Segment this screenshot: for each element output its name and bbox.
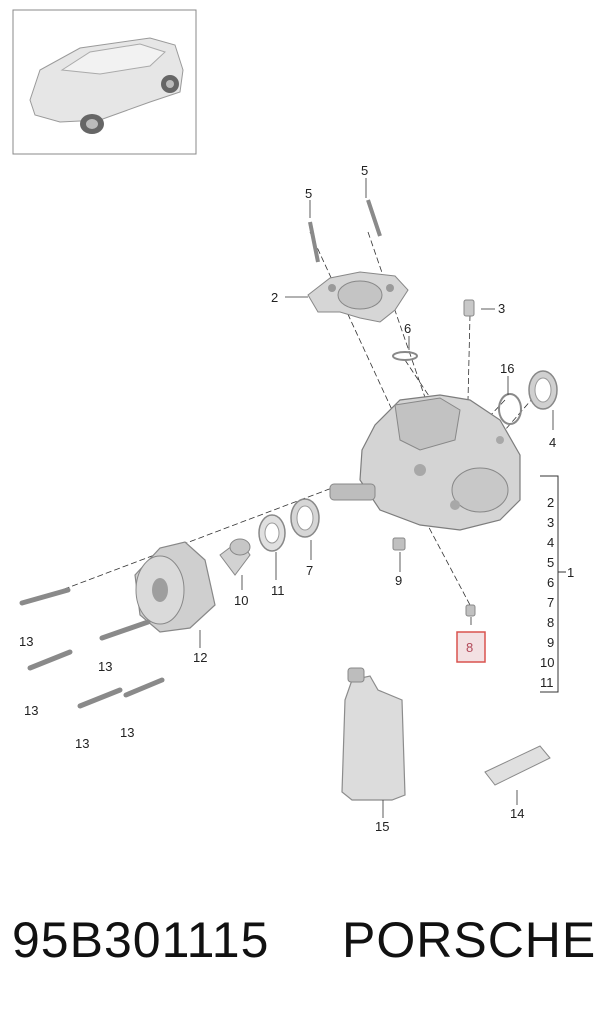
callout-12: 12 xyxy=(193,650,207,665)
callout-2: 2 xyxy=(271,290,278,305)
callout-13-a: 13 xyxy=(19,634,33,649)
part-13-bolts xyxy=(19,587,165,709)
footer: 95B301115 PORSCHE xyxy=(0,905,600,975)
brand-name: PORSCHE xyxy=(342,912,597,968)
leader-lines xyxy=(199,178,554,818)
part-3-sensor xyxy=(463,299,475,317)
part-8-plug xyxy=(465,604,476,617)
part-2-cover xyxy=(307,271,409,323)
vehicle-thumbnail xyxy=(12,9,197,155)
callout-1: 1 xyxy=(567,565,574,580)
part-9-nut xyxy=(392,537,406,551)
callout-7: 7 xyxy=(306,563,313,578)
callout-13-d: 13 xyxy=(75,736,89,751)
callout-6: 6 xyxy=(404,321,411,336)
callout-14: 14 xyxy=(510,806,524,821)
callout-13-c: 13 xyxy=(24,703,38,718)
callout-8: 8 xyxy=(466,640,473,655)
bracket-item: 7 xyxy=(547,595,554,610)
part-4-seal-inner xyxy=(534,377,552,403)
highlight-box xyxy=(456,631,486,663)
part-11-shim-inner xyxy=(264,522,280,544)
callout-10: 10 xyxy=(234,593,248,608)
callout-13-b: 13 xyxy=(98,659,112,674)
callout-4: 4 xyxy=(549,435,556,450)
callout-13-e: 13 xyxy=(120,725,134,740)
bracket-list: 2 3 4 5 6 7 8 9 10 11 xyxy=(540,495,554,690)
part-5-bolts xyxy=(308,199,382,263)
bracket-item: 2 xyxy=(547,495,554,510)
part-15-oil-bottle xyxy=(341,667,406,801)
bracket-item: 11 xyxy=(540,675,554,690)
bracket-item: 3 xyxy=(547,515,554,530)
callout-16: 16 xyxy=(500,361,514,376)
bracket-item: 4 xyxy=(547,535,554,550)
callout-15: 15 xyxy=(375,819,389,834)
callout-5-left: 5 xyxy=(305,186,312,201)
part-number: 95B301115 xyxy=(12,912,270,968)
bracket-item: 5 xyxy=(547,555,554,570)
callout-3: 3 xyxy=(498,301,505,316)
bracket-item: 10 xyxy=(540,655,554,670)
part-6-o-ring xyxy=(392,351,418,361)
part-14-grease-tube xyxy=(484,745,551,786)
part-10-bushing xyxy=(219,538,251,576)
part-1-bracket xyxy=(540,475,566,693)
transfer-case-housing xyxy=(329,394,521,531)
callout-9: 9 xyxy=(395,573,402,588)
bracket-item: 6 xyxy=(547,575,554,590)
bracket-item: 8 xyxy=(547,615,554,630)
part-7-seal-inner xyxy=(296,505,314,531)
callout-5-right: 5 xyxy=(361,163,368,178)
callout-11: 11 xyxy=(271,583,285,598)
part-12-flange xyxy=(134,541,216,633)
part-16-ring xyxy=(498,393,522,425)
bracket-item: 9 xyxy=(547,635,554,650)
